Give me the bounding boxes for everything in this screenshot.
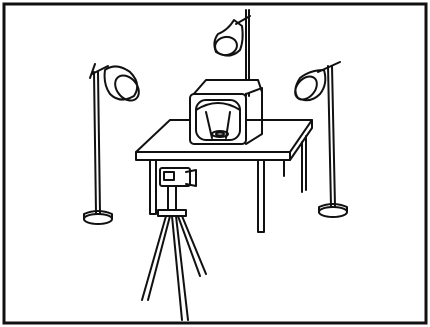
photo-studio-drawing (0, 0, 430, 327)
illustration-frame (0, 0, 430, 327)
